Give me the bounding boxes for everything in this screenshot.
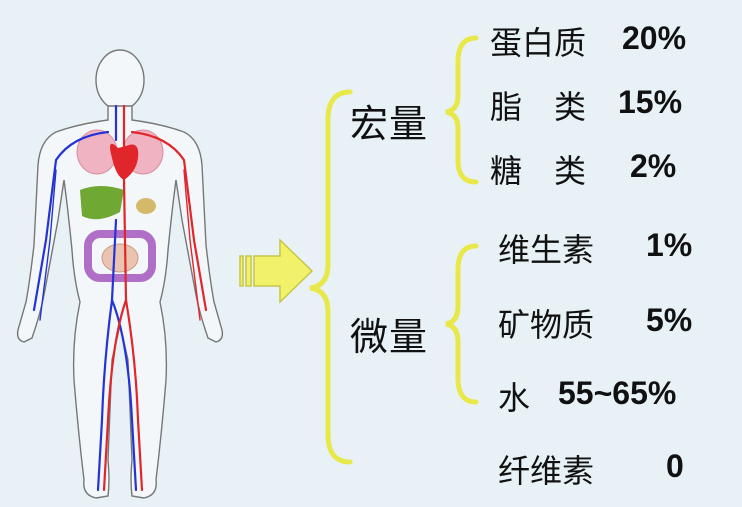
item-value: 5% [646,302,693,338]
item-name: 水 [498,379,531,417]
right-arrow-icon [239,238,314,304]
item-value: 55~65% [558,375,677,411]
item-value: 2% [630,148,677,184]
item-name: 矿物质 [498,306,595,344]
micro-bracket [445,243,479,405]
item-name: 脂 类 [490,88,587,126]
item-name: 蛋白质 [490,24,587,62]
macro-bracket [445,35,479,185]
item-name: 纤维素 [498,452,595,490]
item-name: 糖 类 [490,152,587,190]
intestine-shape [84,230,156,282]
main-bracket [309,89,353,465]
group-label-macro: 宏量 [350,102,429,146]
liver-shape [80,186,124,220]
heart-shape [110,143,139,180]
group-label-micro: 微量 [350,315,429,359]
item-value: 15% [618,84,683,120]
human-anatomy-figure [16,49,224,499]
item-value: 0 [666,448,684,484]
item-value: 1% [646,227,693,263]
item-value: 20% [622,20,687,56]
item-name: 维生素 [498,231,595,269]
